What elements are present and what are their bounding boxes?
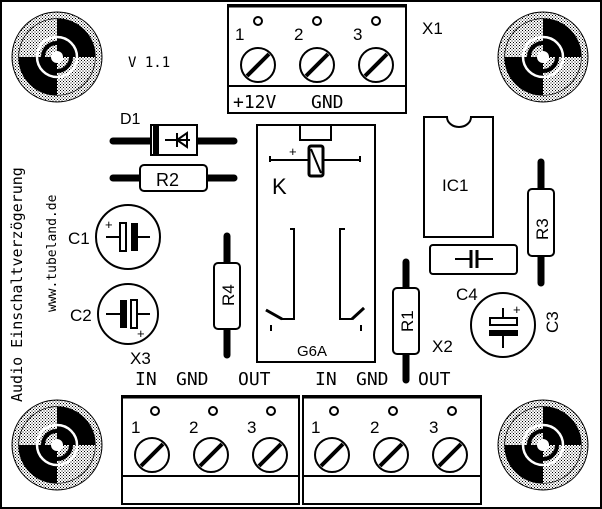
connector-x3: 1 2 3 [121,395,300,505]
c3-ref: C3 [543,311,562,333]
screw-icon [372,436,410,474]
screw-icon [251,436,289,474]
x3-pin-3: 3 [247,418,256,437]
board-title: Audio Einschaltverzögerung [8,167,26,402]
connector-x1: 1 2 3 +12V GND [227,4,407,114]
x2-pin-1: 1 [311,418,320,437]
screw-icon [431,436,469,474]
x3-pin-1: 1 [131,418,140,437]
x2-label-out: OUT [418,369,451,390]
connector-x2: 1 2 3 [302,395,482,505]
website-url: www.tubeland.de [45,194,60,312]
resistor-r3: R3 [527,158,555,287]
x2-label-gnd: GND [356,369,389,390]
r1-ref: R1 [398,310,417,332]
r4-ref: R4 [219,284,238,306]
x1-pin-2: 2 [294,25,303,44]
x1-pin-1: 1 [235,25,244,44]
mounting-hole-bottom-left [10,398,104,492]
c3-plus: + [513,302,521,317]
x3-ref: X3 [130,349,151,368]
x1-label-gnd: GND [311,92,344,113]
resistor-r4: R4 [213,232,241,359]
x3-pin-2: 2 [189,418,198,437]
screw-icon [357,46,395,84]
screw-icon [239,46,277,84]
r3-ref: R3 [533,218,552,240]
relay-k: + K G6A [256,124,376,363]
capacitor-c4 [429,244,518,275]
x2-ref: X2 [432,337,453,356]
d1-ref: D1 [120,111,141,128]
mounting-hole-bottom-right [496,398,590,492]
x2-pin-2: 2 [370,418,379,437]
capacitor-c2: + [97,283,159,345]
c4-ref: C4 [456,285,478,304]
resistor-r2: R2 [109,164,238,192]
ic-ic1: IC1 [423,116,494,238]
screw-icon [133,436,171,474]
screw-icon [192,436,230,474]
x3-label-out: OUT [238,369,271,390]
x2-label-in: IN [315,369,337,390]
x3-label-in: IN [135,369,157,390]
c2-plus: + [137,326,145,341]
r2-ref: R2 [156,170,179,190]
mounting-hole-top-right [496,10,590,104]
c1-plus: + [105,217,113,232]
screw-icon [313,436,351,474]
c1-ref: C1 [68,229,90,248]
capacitor-c3: + [470,292,536,358]
x1-label-12v: +12V [233,92,277,113]
relay-type: G6A [297,343,327,360]
c2-ref: C2 [70,306,92,325]
mounting-hole-top-left [10,10,104,104]
screw-icon [298,46,336,84]
resistor-r1: R1 [392,258,420,384]
relay-ref: K [272,174,287,199]
version-label: V 1.1 [128,55,170,71]
x3-label-gnd: GND [176,369,209,390]
x2-pin-3: 3 [429,418,438,437]
x1-ref: X1 [422,19,443,38]
relay-plus: + [289,144,297,159]
ic1-ref: IC1 [442,176,468,195]
capacitor-c1: + [95,204,161,270]
diode-d1 [109,124,238,156]
x1-pin-3: 3 [353,25,362,44]
